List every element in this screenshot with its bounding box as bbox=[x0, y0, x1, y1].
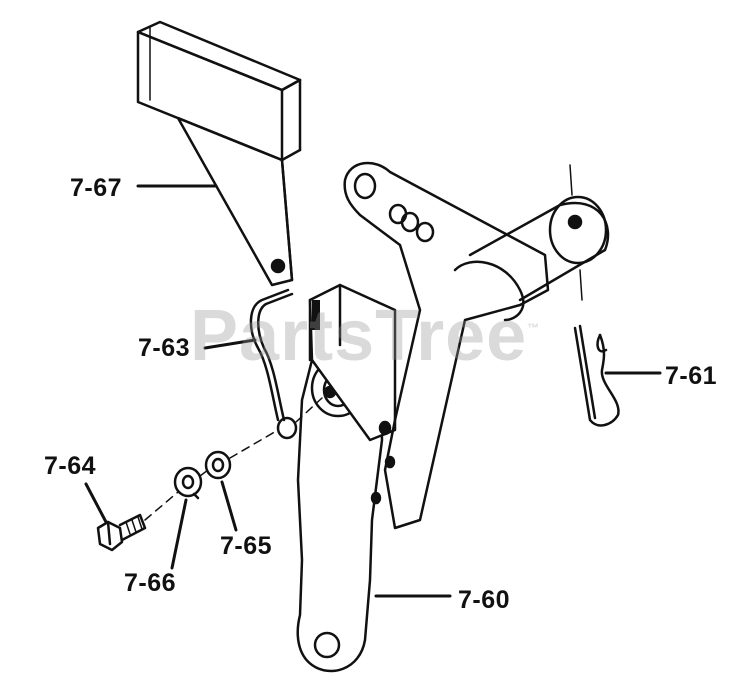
part-lockwasher-7-66 bbox=[173, 466, 203, 500]
callout-7-65: 7-65 bbox=[220, 532, 273, 560]
callout-7-66: 7-66 bbox=[124, 569, 177, 597]
callout-7-63: 7-63 bbox=[138, 334, 191, 362]
part-spring-7-63 bbox=[249, 288, 298, 440]
callout-7-64: 7-64 bbox=[44, 452, 97, 480]
assembly-lines bbox=[144, 397, 323, 521]
watermark: PartsTree™ bbox=[190, 296, 541, 376]
part-bracket-7-67 bbox=[136, 20, 302, 287]
part-bolt-7-64 bbox=[96, 513, 147, 552]
leader-lines bbox=[84, 184, 662, 598]
part-shaft bbox=[453, 164, 610, 322]
part-hairpin-7-61 bbox=[573, 324, 620, 427]
trademark-mark: ™ bbox=[527, 321, 541, 335]
part-block bbox=[308, 283, 397, 442]
callout-7-61: 7-61 bbox=[665, 362, 718, 390]
callout-7-67: 7-67 bbox=[70, 174, 123, 202]
part-pivot-plate bbox=[343, 161, 550, 530]
callout-7-60: 7-60 bbox=[458, 586, 511, 614]
part-washer-7-65 bbox=[204, 450, 232, 480]
